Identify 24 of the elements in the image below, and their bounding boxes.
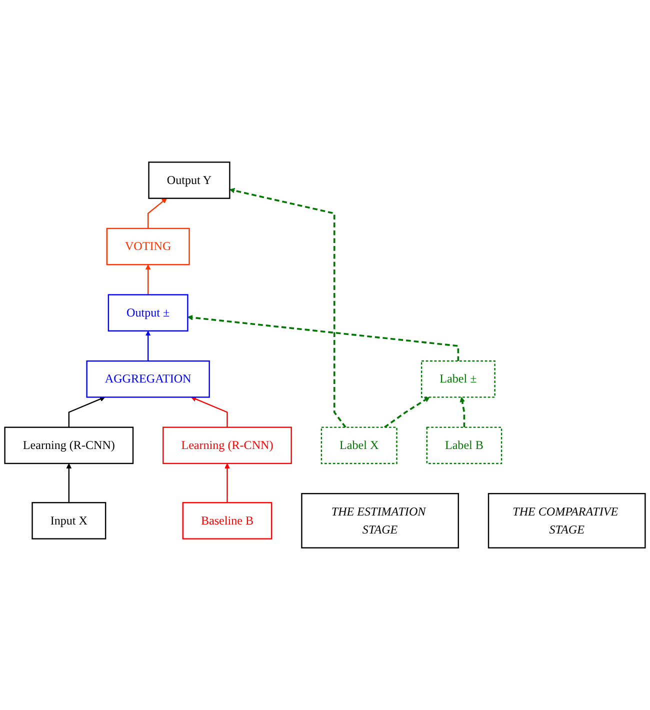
- node-box: Learning (R-CNN): [162, 426, 292, 464]
- arrow: [147, 198, 168, 228]
- node-box: Label B: [426, 426, 502, 464]
- node-box: Input X: [32, 502, 106, 540]
- node-box: Output Y: [148, 162, 230, 199]
- arrow: [224, 463, 230, 503]
- node-box: Label X: [320, 426, 398, 464]
- node-box: Output ±: [108, 294, 188, 332]
- node-box: Learning (R-CNN): [4, 426, 134, 464]
- arrow: [384, 396, 430, 428]
- arrow: [187, 314, 460, 362]
- arrow: [229, 188, 346, 428]
- node-box: VOTING: [106, 228, 190, 266]
- node-box: AGGREGATION: [86, 360, 210, 398]
- arrow: [460, 396, 466, 428]
- arrow: [145, 264, 151, 295]
- arrow: [66, 463, 72, 503]
- node-box: Baseline B: [182, 502, 272, 540]
- arrow: [145, 330, 151, 362]
- arrow: [68, 396, 106, 428]
- node-box: Label ±: [420, 360, 496, 398]
- node-box: THE ESTIMATION STAGE: [301, 492, 459, 548]
- arrow: [191, 396, 228, 428]
- node-box: THE COMPARATIVE STAGE: [488, 492, 646, 548]
